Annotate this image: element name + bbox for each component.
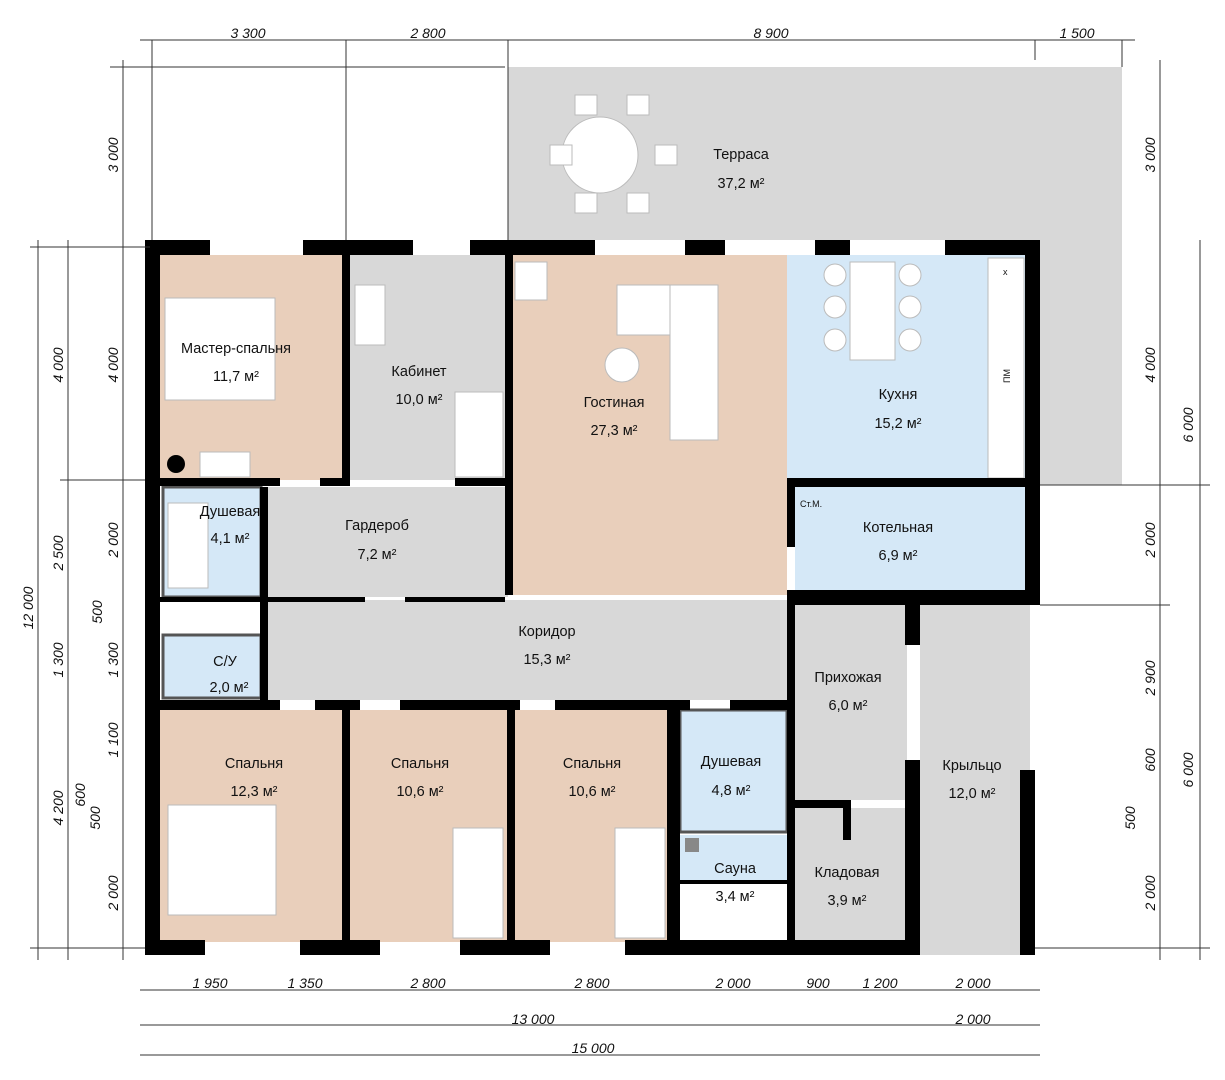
living-name: Гостиная xyxy=(584,395,645,411)
dim-left: 4 000 xyxy=(50,347,66,382)
shower1-area: 4,1 м² xyxy=(211,531,250,547)
dim-bottom: 1 350 xyxy=(287,975,322,991)
master-bedroom-area: 11,7 м² xyxy=(213,369,259,385)
dim-bottom: 2 000 xyxy=(714,975,750,991)
wc-name: С/У xyxy=(213,654,238,670)
wardrobe-floor xyxy=(268,487,508,597)
boiler-area: 6,9 м² xyxy=(879,548,918,564)
dim-right: 6 000 xyxy=(1180,752,1196,787)
dishwasher-label: ПМ xyxy=(1002,369,1012,383)
terrace-name: Терраса xyxy=(713,147,770,163)
dim-left: 2 000 xyxy=(105,522,121,558)
terrace-area: 37,2 м² xyxy=(717,176,764,192)
dimension-lines xyxy=(30,39,1210,1056)
dim-left: 600 xyxy=(72,783,88,807)
dim-top: 2 800 xyxy=(409,25,445,41)
kitchen-floor xyxy=(787,255,1027,480)
dim-right: 4 000 xyxy=(1142,347,1158,382)
dim-left: 4 000 xyxy=(105,347,121,382)
living-area: 27,3 м² xyxy=(590,423,637,439)
dim-bottom: 1 950 xyxy=(192,975,227,991)
dim-right: 500 xyxy=(1122,806,1138,830)
shower2-area: 4,8 м² xyxy=(712,783,751,799)
hob-label: x xyxy=(1003,267,1008,277)
dim-left: 2 500 xyxy=(50,535,66,571)
dim-left: 500 xyxy=(87,806,103,830)
dim-right: 2 000 xyxy=(1142,875,1158,911)
dim-left: 1 100 xyxy=(105,722,121,757)
dim-left: 500 xyxy=(89,600,105,624)
dim-top: 8 900 xyxy=(753,25,788,41)
dim-bottom-total: 13 000 xyxy=(512,1011,555,1027)
boiler-floor xyxy=(795,487,1027,592)
dim-left: 1 300 xyxy=(105,642,121,677)
study-area: 10,0 м² xyxy=(395,392,442,408)
room-fills xyxy=(160,67,1122,955)
dim-left: 1 300 xyxy=(50,642,66,677)
bedroom1-name: Спальня xyxy=(225,756,283,772)
bedroom1-area: 12,3 м² xyxy=(230,784,277,800)
dim-left: 4 200 xyxy=(50,790,66,825)
storage-name: Кладовая xyxy=(815,865,880,881)
bedroom3-name: Спальня xyxy=(563,756,621,772)
corridor-floor xyxy=(268,600,787,700)
dim-bottom: 2 800 xyxy=(409,975,445,991)
porch-area: 12,0 м² xyxy=(948,786,995,802)
dim-bottom: 900 xyxy=(806,975,830,991)
washer-label: Ст.М. xyxy=(800,499,822,509)
dim-overall: 15 000 xyxy=(572,1040,615,1056)
wardrobe-area: 7,2 м² xyxy=(358,547,397,563)
hall-name: Прихожая xyxy=(814,670,881,686)
wardrobe-name: Гардероб xyxy=(345,518,409,534)
wc-floor xyxy=(161,633,263,700)
dim-right: 3 000 xyxy=(1142,137,1158,172)
sauna-name: Сауна xyxy=(714,861,757,877)
bedroom3-area: 10,6 м² xyxy=(568,784,615,800)
sauna-area: 3,4 м² xyxy=(716,889,755,905)
corridor-area: 15,3 м² xyxy=(523,652,570,668)
hall-floor xyxy=(795,605,907,800)
dim-right: 6 000 xyxy=(1180,407,1196,442)
dim-bottom-total: 2 000 xyxy=(954,1011,990,1027)
room-labels: Терраса 37,2 м² Мастер-спальня 11,7 м² К… xyxy=(181,147,1012,909)
storage-area: 3,9 м² xyxy=(828,893,867,909)
dim-top: 1 500 xyxy=(1059,25,1094,41)
study-name: Кабинет xyxy=(391,364,447,380)
master-bedroom-name: Мастер-спальня xyxy=(181,341,291,357)
corridor-name: Коридор xyxy=(518,624,575,640)
hall-area: 6,0 м² xyxy=(829,698,868,714)
dim-bottom: 2 000 xyxy=(954,975,990,991)
dim-bottom: 1 200 xyxy=(862,975,897,991)
dim-bottom: 2 800 xyxy=(573,975,609,991)
wc-area: 2,0 м² xyxy=(210,680,249,696)
shower2-floor xyxy=(678,708,789,834)
dim-left: 2 000 xyxy=(105,875,121,911)
kitchen-area: 15,2 м² xyxy=(874,416,921,432)
kitchen-name: Кухня xyxy=(879,387,918,403)
dim-right: 2 000 xyxy=(1142,522,1158,558)
porch-floor xyxy=(920,605,1030,955)
shower1-name: Душевая xyxy=(200,504,261,520)
boiler-name: Котельная xyxy=(863,520,933,536)
dim-right: 600 xyxy=(1142,748,1158,772)
furniture xyxy=(164,94,1025,939)
dim-right: 2 900 xyxy=(1142,660,1158,696)
bedroom2-name: Спальня xyxy=(391,756,449,772)
dim-top: 3 300 xyxy=(230,25,265,41)
terrace-floor xyxy=(508,67,1122,485)
bedroom2-area: 10,6 м² xyxy=(396,784,443,800)
dimension-texts: 3 300 2 800 8 900 1 500 1 950 1 350 2 80… xyxy=(20,25,1196,1056)
dim-left: 12 000 xyxy=(20,586,36,629)
dim-left: 3 000 xyxy=(105,137,121,172)
porch-name: Крыльцо xyxy=(942,758,1001,774)
shower2-name: Душевая xyxy=(701,754,762,770)
walls xyxy=(145,240,1040,955)
